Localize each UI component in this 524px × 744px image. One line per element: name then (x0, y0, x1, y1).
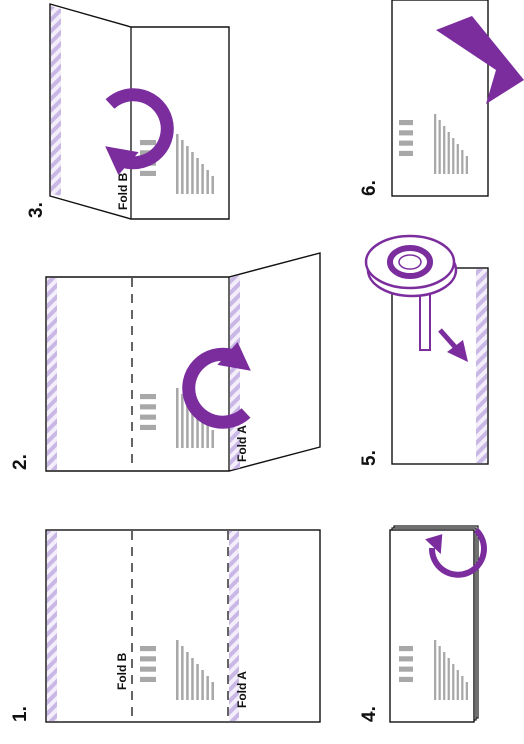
barcode-bar (399, 120, 413, 125)
staircase-bar (457, 670, 459, 700)
barcode-bar (140, 656, 156, 661)
barcode-bar (140, 677, 156, 682)
staircase-bar (457, 144, 459, 174)
staircase-bar (176, 640, 179, 700)
staircase-bar (466, 682, 468, 700)
staircase-bar (186, 146, 189, 194)
staircase-bar (186, 652, 189, 700)
staircase-bar (461, 150, 463, 174)
step-2-fold-a-label: Fold A (235, 425, 249, 462)
staircase-bar (206, 676, 209, 700)
step-1-fold-b-label: Fold B (115, 652, 129, 690)
staircase-bar (176, 388, 179, 448)
staircase-bar (466, 156, 468, 174)
step-1-fold-a-label: Fold A (235, 671, 249, 708)
staircase-bar (196, 158, 199, 194)
staircase-bar (181, 140, 184, 194)
step-4-panel: 4. (359, 526, 484, 722)
staircase-bar (196, 664, 199, 700)
barcode-bar (140, 394, 156, 399)
staircase-bar (176, 134, 179, 194)
step-6-number: 6. (359, 180, 380, 196)
barcode-bar (140, 415, 156, 420)
barcode-bar (140, 140, 156, 145)
staircase-bar (434, 640, 436, 700)
step-3-number: 3. (26, 202, 47, 218)
barcode-bar (399, 646, 413, 651)
step-2-panel: 2. Fold A (10, 253, 320, 471)
staircase-bar (448, 658, 450, 700)
staircase-bar (434, 114, 436, 174)
staircase-bar (211, 176, 214, 194)
staircase-bar (206, 170, 209, 194)
barcode-bar (399, 130, 413, 135)
step-1-panel: 1. Fold B Fold A (10, 530, 320, 722)
staircase-bar (461, 676, 463, 700)
staircase-bar (439, 646, 441, 700)
staircase-bar (452, 138, 454, 174)
staircase-bar (211, 682, 214, 700)
step-2-number: 2. (10, 454, 31, 470)
staircase-bar (452, 664, 454, 700)
staircase-bar (181, 394, 184, 448)
barcode-bar (399, 656, 413, 661)
staircase-bar (181, 646, 184, 700)
step-1-tape-strip (47, 531, 57, 721)
step-5-panel: 5. (359, 236, 488, 466)
step-2-tape-strip (47, 278, 57, 470)
barcode-bar (399, 667, 413, 672)
step-5-number: 5. (359, 450, 380, 466)
tape-strip (420, 290, 430, 350)
step-3-fold-b-label: Fold B (116, 172, 130, 210)
staircase-bar (206, 424, 209, 448)
staircase-bar (191, 152, 194, 194)
barcode-bar (399, 141, 413, 146)
step-1-number: 1. (10, 706, 31, 722)
staircase-bar (448, 132, 450, 174)
staircase-bar (443, 126, 445, 174)
step-5-tape-strip (476, 269, 487, 463)
step-3-panel: 3. Fold B (26, 4, 229, 219)
barcode-bar (140, 171, 156, 176)
step-5-folded-sheet (392, 268, 488, 464)
staircase-bar (191, 658, 194, 700)
staircase-bar (439, 120, 441, 174)
step-6-panel: 6. (359, 0, 524, 196)
barcode-bar (140, 667, 156, 672)
staircase-bar (201, 164, 204, 194)
staircase-bar (201, 670, 204, 700)
barcode-bar (140, 404, 156, 409)
barcode-bar (140, 425, 156, 430)
staircase-bar (211, 430, 214, 448)
step-4-number: 4. (359, 706, 380, 722)
staircase-bar (443, 652, 445, 700)
step-3-tape-strip (51, 6, 61, 196)
barcode-bar (140, 646, 156, 651)
barcode-bar (399, 677, 413, 682)
barcode-bar (399, 151, 413, 156)
